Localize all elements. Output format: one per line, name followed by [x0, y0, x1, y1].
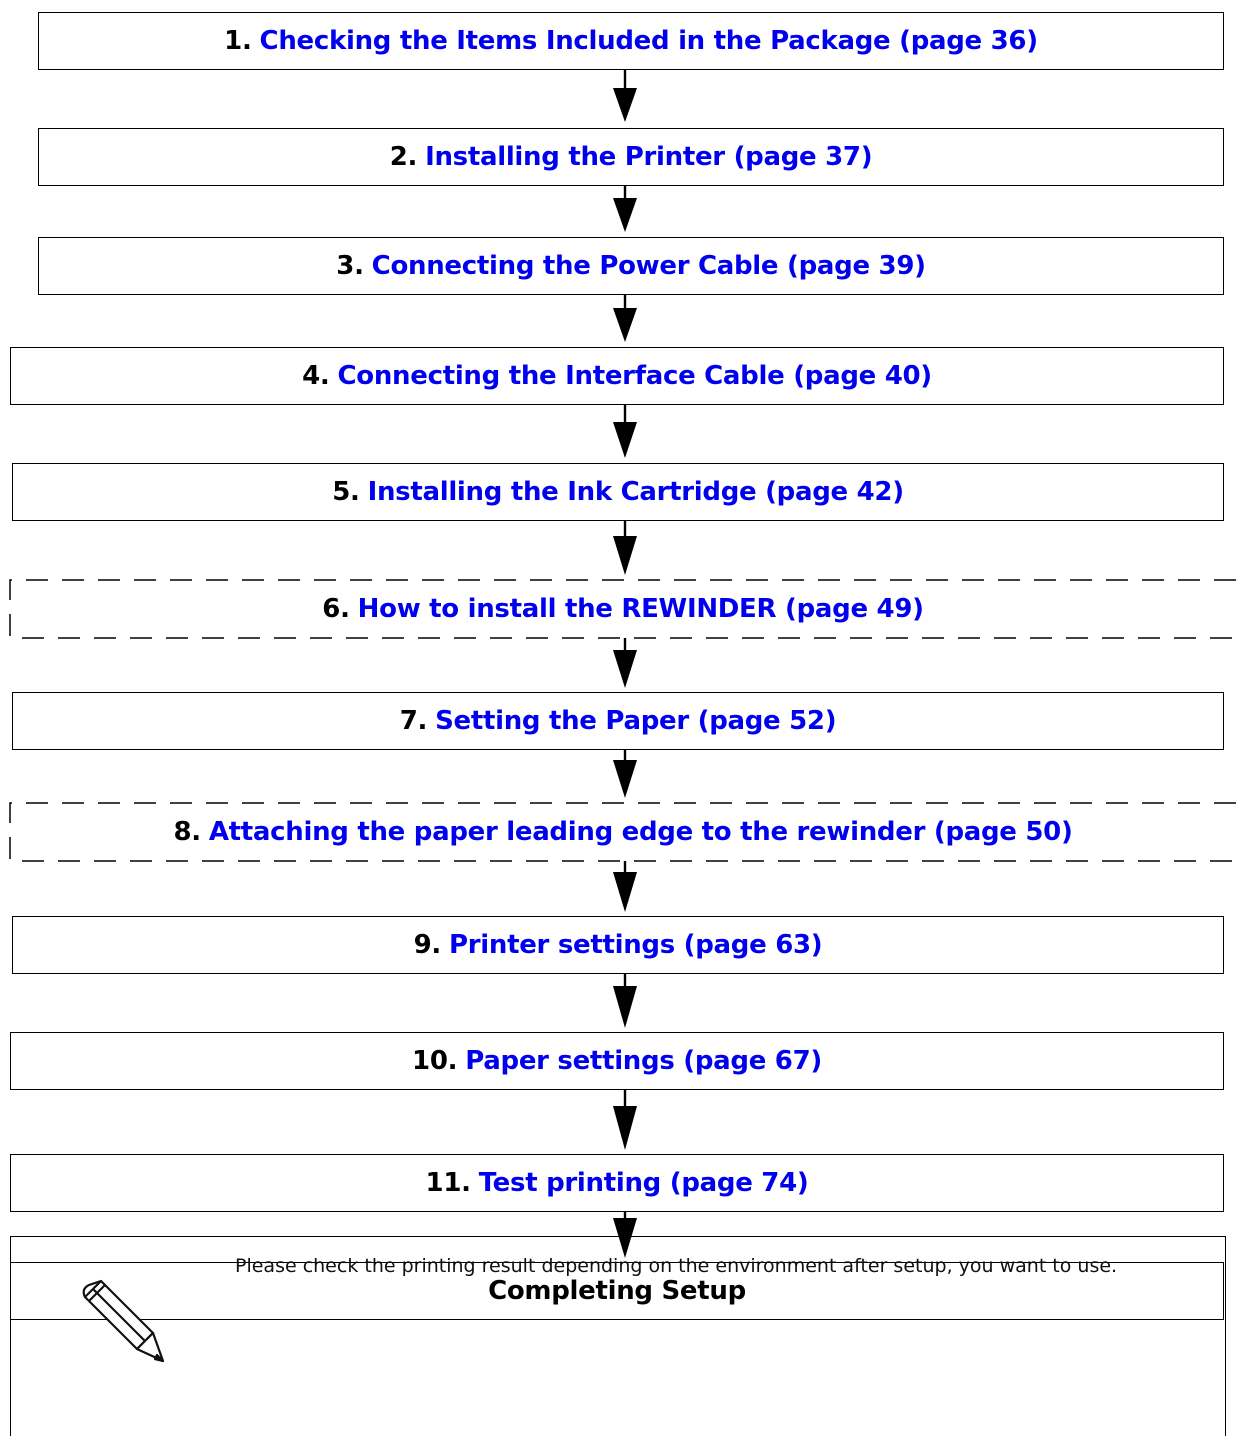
step-number: 8. [173, 817, 201, 847]
step-11: 11. Test printing (page 74) [10, 1154, 1224, 1212]
arrow-down-icon [613, 861, 637, 912]
step-number: 10. [412, 1046, 458, 1076]
step-8-optional: 8. Attaching the paper leading edge to t… [10, 803, 1236, 861]
step-link[interactable]: Installing the Printer (page 37) [425, 142, 873, 172]
step-link[interactable]: Checking the Items Included in the Packa… [259, 26, 1039, 56]
step-2: 2. Installing the Printer (page 37) [38, 128, 1224, 186]
step-4: 4. Connecting the Interface Cable (page … [10, 347, 1224, 405]
arrow-down-icon [613, 1212, 637, 1258]
final-step-label: Completing Setup [488, 1276, 746, 1306]
optional-step-border [9, 579, 1236, 639]
final-step: Completing Setup [10, 1262, 1224, 1320]
arrow-down-icon [613, 638, 637, 688]
step-link[interactable]: How to install the REWINDER (page 49) [357, 594, 924, 624]
step-link[interactable]: Printer settings (page 63) [449, 930, 823, 960]
step-number: 3. [336, 251, 364, 281]
pencil-icon [82, 1279, 165, 1363]
step-1: 1. Checking the Items Included in the Pa… [38, 12, 1224, 70]
arrow-down-icon [613, 186, 637, 232]
step-number: 11. [425, 1168, 471, 1198]
step-3: 3. Connecting the Power Cable (page 39) [38, 237, 1224, 295]
arrow-down-icon [613, 974, 637, 1028]
arrow-down-icon [613, 295, 637, 342]
step-10: 10. Paper settings (page 67) [10, 1032, 1224, 1090]
note-text: Please check the printing result dependi… [235, 1255, 1118, 1277]
arrow-down-icon [613, 521, 637, 575]
step-number: 9. [413, 930, 442, 960]
step-link[interactable]: Paper settings (page 67) [465, 1046, 822, 1076]
step-number: 5. [332, 477, 360, 507]
step-5: 5. Installing the Ink Cartridge (page 42… [12, 463, 1224, 521]
arrow-down-icon [613, 750, 637, 798]
step-link[interactable]: Connecting the Interface Cable (page 40) [337, 361, 932, 391]
step-number: 1. [224, 26, 252, 56]
optional-step-border [9, 802, 1236, 862]
step-number: 6. [322, 594, 350, 624]
arrow-down-icon [613, 1090, 637, 1150]
step-link[interactable]: Connecting the Power Cable (page 39) [371, 251, 926, 281]
step-link[interactable]: Test printing (page 74) [478, 1168, 809, 1198]
step-6-optional: 6. How to install the REWINDER (page 49) [10, 580, 1236, 638]
step-7: 7. Setting the Paper (page 52) [12, 692, 1224, 750]
step-9: 9. Printer settings (page 63) [12, 916, 1224, 974]
step-link[interactable]: Installing the Ink Cartridge (page 42) [367, 477, 905, 507]
step-number: 2. [389, 142, 418, 172]
step-number: 4. [302, 361, 330, 391]
step-number: 7. [399, 706, 428, 736]
step-link[interactable]: Attaching the paper leading edge to the … [208, 817, 1073, 847]
arrow-down-icon [613, 70, 637, 122]
note-box: Please check the printing result dependi… [10, 1236, 1226, 1436]
step-link[interactable]: Setting the Paper (page 52) [435, 706, 837, 736]
arrow-down-icon [613, 405, 637, 458]
